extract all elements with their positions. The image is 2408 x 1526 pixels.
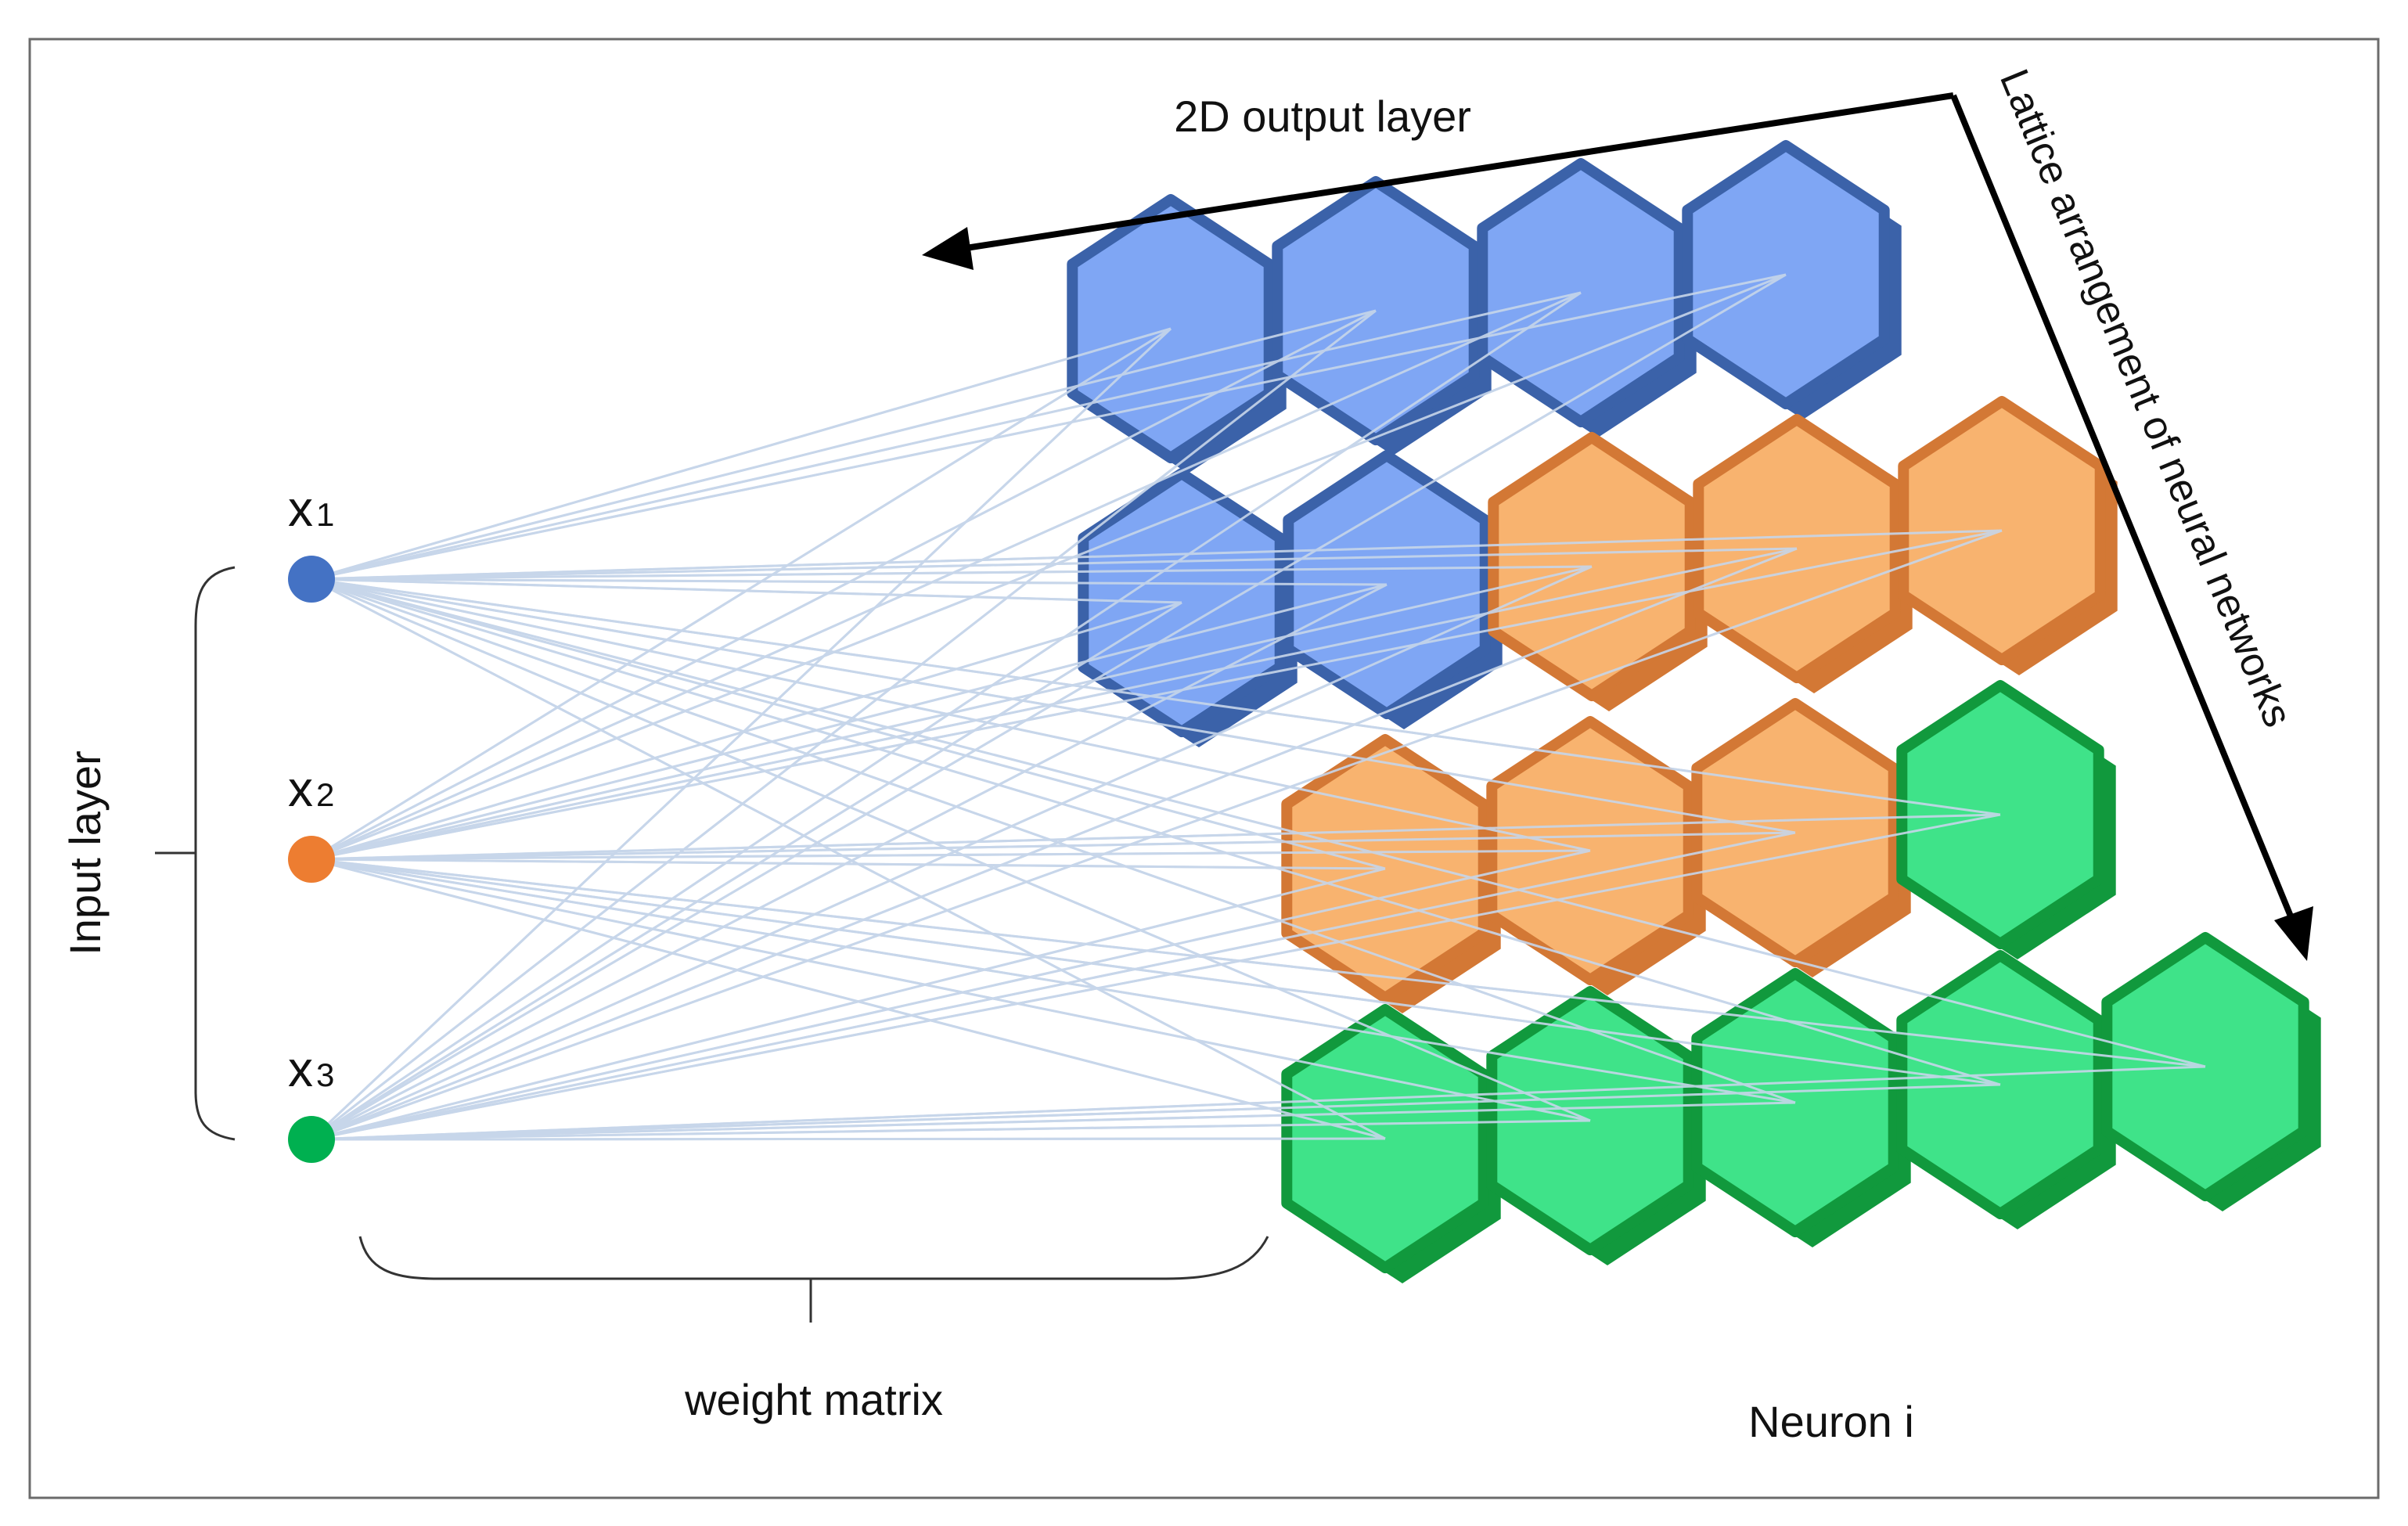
- weight-line: [311, 309, 1377, 581]
- weight-line: [311, 529, 2003, 581]
- weight-line: [311, 583, 1388, 1141]
- weight-line: [311, 858, 2001, 1086]
- input-node: [288, 836, 335, 883]
- weight-connections-overlay: [310, 273, 2206, 1141]
- weight-line: [311, 529, 2003, 1141]
- weight-line: [311, 273, 1787, 1141]
- weight-line: [311, 1083, 2001, 1141]
- neuron-hexagon: [2101, 932, 2321, 1211]
- weight-line: [311, 831, 1796, 861]
- diagram-frame: [28, 38, 2380, 1499]
- weight-line: [311, 578, 1386, 1140]
- weight-line: [311, 327, 1172, 581]
- input-layer-label: Input layer: [60, 750, 110, 956]
- weight-line: [311, 601, 1182, 861]
- weight-line: [311, 547, 1798, 1141]
- weight-line: [311, 813, 2001, 1141]
- weight-line: [311, 1119, 1591, 1141]
- input-node: [288, 1116, 335, 1163]
- weight-line: [311, 858, 1591, 1122]
- input-node: [288, 556, 335, 603]
- neuron-hexagon: [1693, 414, 1913, 693]
- output-layer-arrowhead: [922, 227, 974, 270]
- output-layer-arrow-line: [960, 92, 1954, 252]
- neuron-hexagon: [1281, 1004, 1501, 1283]
- weight-line: [311, 601, 1182, 1141]
- weight-line: [311, 1101, 1796, 1141]
- neuron-hexagon: [1682, 140, 1902, 419]
- neuron-hexagon: [1067, 194, 1287, 473]
- weight-line: [311, 291, 1582, 581]
- weight-line: [311, 858, 1386, 870]
- weight-matrix-label: weight matrix: [684, 1375, 943, 1424]
- input-nodes: x1 x2 x3: [288, 480, 335, 1163]
- weight-line: [311, 529, 2003, 861]
- weight-line: [311, 578, 1796, 834]
- weight-line: [311, 273, 1787, 581]
- weight-line: [311, 578, 1591, 1122]
- weight-line: [311, 327, 1172, 861]
- weight-line: [311, 578, 2001, 1086]
- weight-line: [311, 578, 1591, 852]
- weight-line: [311, 578, 2001, 816]
- weight-line: [311, 578, 1386, 870]
- lattice-arrows: [922, 92, 2313, 961]
- input-node-label: x3: [288, 1041, 334, 1097]
- input-node-label: x1: [288, 480, 334, 537]
- weight-line: [311, 858, 1796, 1104]
- neuron-hexagon: [1477, 158, 1697, 437]
- weight-line: [311, 291, 1582, 1141]
- neuron-hexagon: [1486, 986, 1706, 1265]
- weight-line: [311, 309, 1377, 1141]
- weight-line: [311, 273, 1787, 861]
- output-layer-label: 2D output layer: [1174, 92, 1471, 141]
- neuron-hexagon: [1898, 396, 2118, 675]
- weight-line: [311, 849, 1591, 1141]
- weight-line: [311, 291, 1582, 861]
- weight-line: [311, 813, 2001, 861]
- weight-line: [311, 849, 1591, 861]
- weight-line: [311, 565, 1593, 1141]
- weight-line: [311, 578, 2206, 1068]
- weight-line: [311, 309, 1377, 861]
- input-layer-bracket: [194, 566, 236, 1141]
- weight-line: [311, 1065, 2206, 1141]
- weight-line: [311, 578, 1796, 1104]
- neuron-label: Neuron i: [1748, 1397, 1914, 1446]
- weight-line: [311, 867, 1386, 1141]
- weight-line: [311, 858, 1386, 1140]
- weight-line: [311, 831, 1796, 1141]
- lattice-arrow-line: [1950, 94, 2296, 923]
- input-node-label: x2: [288, 761, 334, 817]
- neuron-hexagon: [1896, 680, 2116, 959]
- weight-line: [310, 327, 1172, 1141]
- neuron-hexagon: [1691, 698, 1911, 977]
- lattice-arrowhead: [2274, 906, 2313, 961]
- weight-matrix-bracket: [358, 1236, 1269, 1280]
